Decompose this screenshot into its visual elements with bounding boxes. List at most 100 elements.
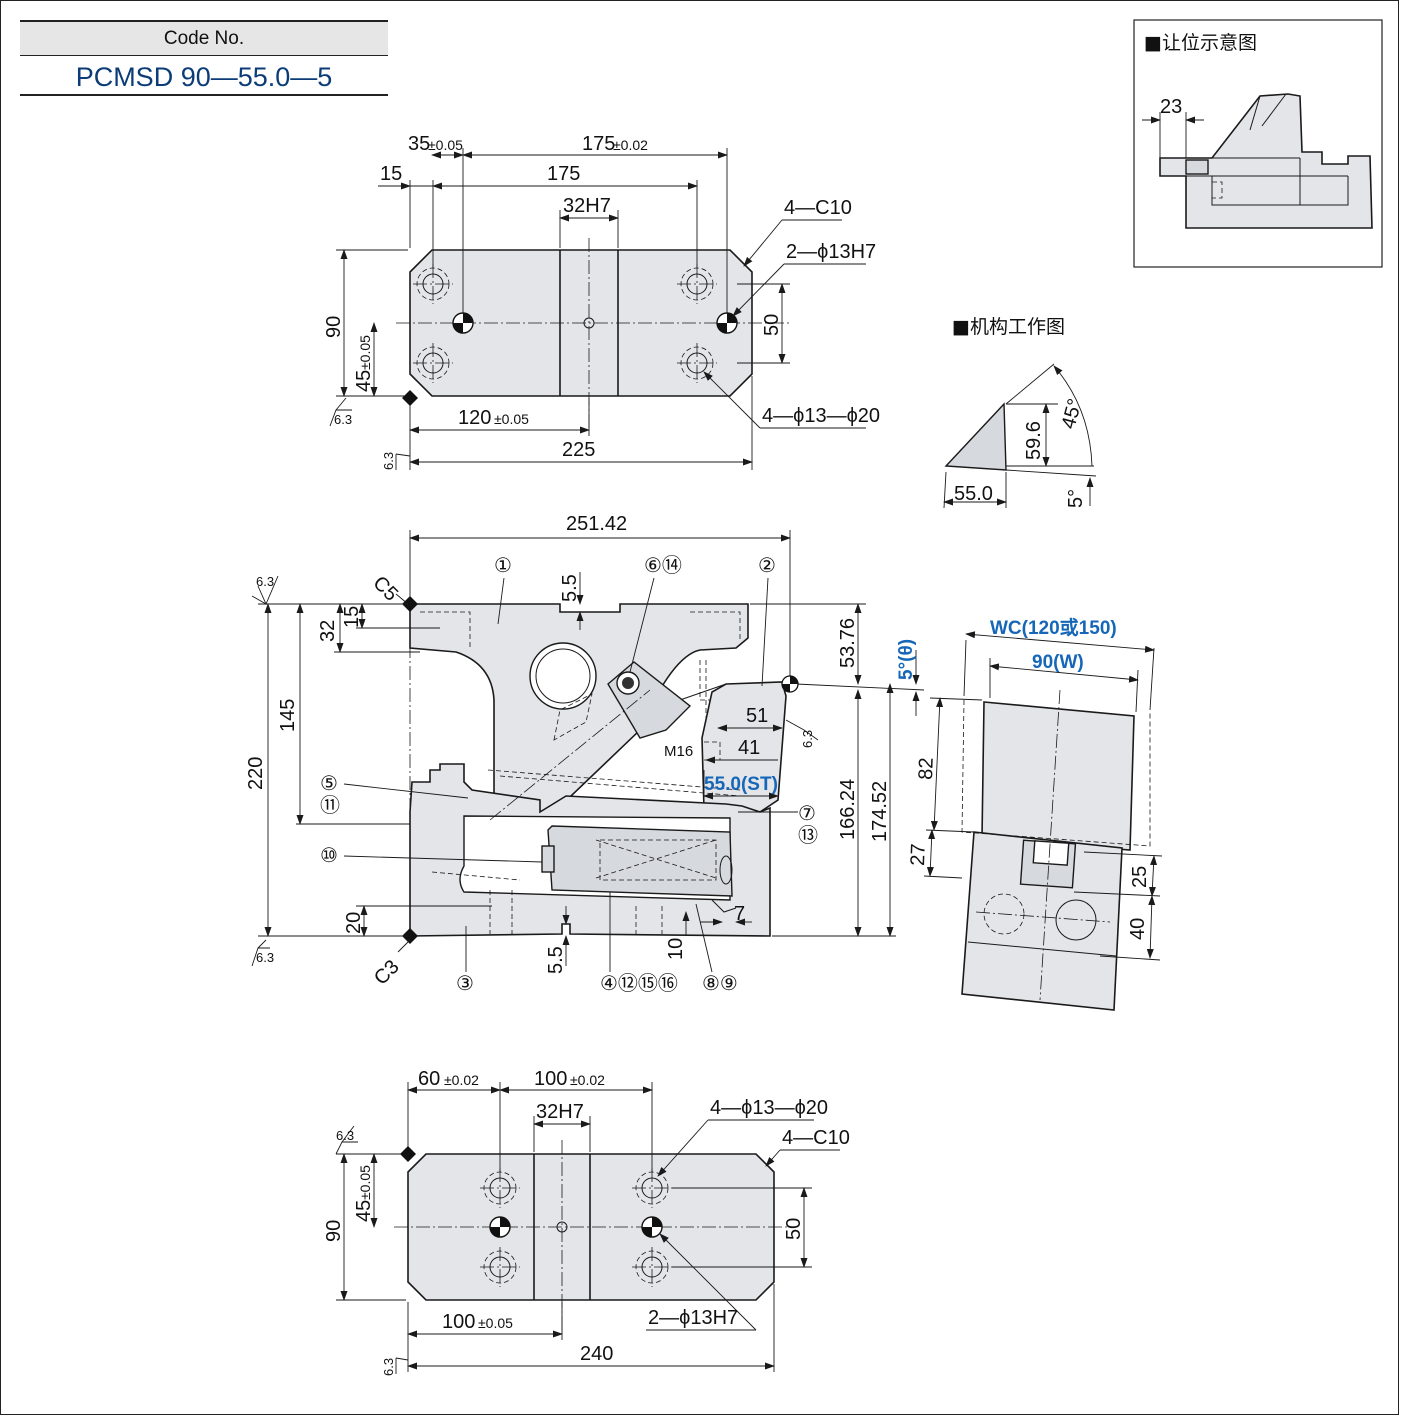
front-dim-174-52: 174.52 (869, 781, 891, 842)
top-dim-175-pitch: 175 (582, 133, 615, 155)
counterbore-hole (413, 343, 453, 383)
front-slot-bottom: 5.5 (545, 946, 567, 974)
clearance-dim: 23 (1160, 96, 1182, 118)
top-view: 35 ±0.05 175 ±0.02 15 175 32H7 4—C10 2—ϕ… (323, 133, 880, 470)
counterbore-hole (480, 1247, 520, 1287)
clearance-inset: ■让位示意图 23 (1133, 19, 1383, 268)
counterbore-hole (677, 343, 717, 383)
top-holes: 4—ϕ13—ϕ20 (762, 405, 880, 427)
top-pin-holes: 2—ϕ13H7 (786, 241, 876, 263)
top-dim-35: 35 (408, 133, 430, 155)
top-chamfer: 4—C10 (784, 197, 852, 219)
mech-base: 55.0 (954, 483, 993, 505)
top-roughness-2: 6.3 (381, 452, 396, 470)
pin-hole (489, 1216, 511, 1238)
mechanism-inset: ■机构工作图 55.0 59.6 45° 5° (943, 316, 1097, 509)
bottom-dim-60: 60 (418, 1068, 440, 1090)
front-dim-41: 41 (738, 737, 760, 759)
bottom-dim-100: 100 (442, 1311, 475, 1333)
side-dim-27: 27 (907, 843, 930, 866)
bottom-pin-holes: 2—ϕ13H7 (648, 1307, 738, 1329)
balloon-11: ⑪ (320, 794, 340, 817)
bottom-dim-100-pitch: 100 (534, 1068, 567, 1090)
balloon-4-12-15-16: ④⑫⑮⑯ (600, 972, 678, 995)
code-value: PCMSD 90—55.0—5 (20, 58, 388, 96)
counterbore-hole (632, 1247, 672, 1287)
bottom-tol-100: ±0.02 (570, 1072, 605, 1088)
bottom-tol-100b: ±0.05 (478, 1315, 513, 1331)
bottom-roughness-1: 6.3 (336, 1128, 354, 1143)
front-roughness-2: 6.3 (256, 950, 274, 965)
front-dim-166-24: 166.24 (837, 779, 859, 840)
mech-height: 59.6 (1023, 421, 1045, 460)
top-tol-175: ±0.02 (613, 137, 648, 153)
bottom-dim-50: 50 (783, 1218, 805, 1240)
balloon-2: ② (758, 555, 776, 577)
front-view: 6.3 6.3 6.3 C5 C3 251.42 220 145 32 15 2… (245, 513, 925, 995)
code-number-box: Code No. PCMSD 90—55.0—5 (20, 20, 388, 96)
top-dim-50: 50 (761, 314, 783, 336)
front-dim-145: 145 (277, 699, 299, 732)
top-dim-15: 15 (380, 163, 402, 185)
side-dim-25: 25 (1129, 866, 1151, 888)
bottom-chamfer: 4—C10 (782, 1127, 850, 1149)
balloon-13: ⑬ (798, 824, 818, 847)
balloon-1: ① (494, 555, 512, 577)
front-dim-width: 251.42 (566, 513, 627, 535)
top-dim-slot: 32H7 (563, 195, 611, 217)
top-dim-120: 120 (458, 407, 491, 429)
balloon-6-14: ⑥⑭ (644, 554, 682, 577)
mech-angle: 45° (1058, 396, 1087, 431)
front-c3: C3 (370, 956, 404, 990)
front-roughness-3: 6.3 (800, 730, 815, 748)
bottom-dim-slot: 32H7 (536, 1101, 584, 1123)
front-dim-10: 10 (665, 938, 687, 960)
bottom-roughness-2: 6.3 (381, 1358, 396, 1376)
top-dim-225: 225 (562, 439, 595, 461)
bottom-view: 60 ±0.02 100 ±0.02 32H7 4—ϕ13—ϕ20 4—C10 … (323, 1068, 850, 1376)
code-label: Code No. (20, 20, 388, 56)
mech-tilt: 5° (1065, 489, 1087, 508)
top-roughness-1: 6.3 (334, 412, 352, 427)
balloon-10: ⑩ (320, 845, 338, 867)
side-dim-82: 82 (915, 757, 938, 780)
bottom-tol-60: ±0.02 (444, 1072, 479, 1088)
side-dim-40: 40 (1127, 918, 1149, 940)
front-c5: C5 (368, 572, 402, 606)
side-view: 90(W) WC(120或150) 82 27 25 40 (907, 616, 1163, 1011)
balloon-3: ③ (456, 973, 474, 995)
side-dim-w: 90(W) (1032, 652, 1084, 673)
front-roughness-1: 6.3 (256, 574, 274, 589)
front-angle: 5°(θ) (896, 639, 917, 680)
clearance-title: ■让位示意图 (1144, 32, 1257, 54)
pin-hole (641, 1216, 663, 1238)
balloon-5: ⑤ (320, 773, 338, 795)
front-dim-7: 7 (734, 903, 745, 925)
pin-hole (716, 312, 738, 334)
front-slot-top: 5.5 (559, 574, 581, 602)
top-dim-175: 175 (547, 163, 580, 185)
bottom-holes: 4—ϕ13—ϕ20 (710, 1097, 828, 1119)
front-dim-220: 220 (245, 757, 267, 790)
side-dim-wc: WC(120或150) (990, 616, 1117, 639)
front-dim-15: 15 (341, 606, 363, 628)
bottom-dim-45: 45 (353, 1200, 375, 1222)
top-tol-120: ±0.05 (494, 411, 529, 427)
bottom-dim-240: 240 (580, 1343, 613, 1365)
top-dim-45: 45 (353, 370, 375, 392)
bottom-dim-90: 90 (323, 1220, 345, 1242)
bottom-tol-45: ±0.05 (357, 1165, 373, 1200)
top-tol-45: ±0.05 (357, 335, 373, 370)
front-m16: M16 (664, 743, 693, 760)
front-stroke: 55.0(ST) (704, 774, 778, 795)
front-dim-32: 32 (317, 620, 339, 642)
top-tol-35: ±0.05 (428, 137, 463, 153)
front-dim-51: 51 (746, 705, 768, 727)
balloon-7: ⑦ (798, 803, 816, 825)
top-dim-90: 90 (323, 316, 345, 338)
balloon-8-9: ⑧⑨ (702, 973, 738, 995)
front-dim-20: 20 (343, 912, 365, 934)
mechanism-title: ■机构工作图 (952, 316, 1065, 338)
